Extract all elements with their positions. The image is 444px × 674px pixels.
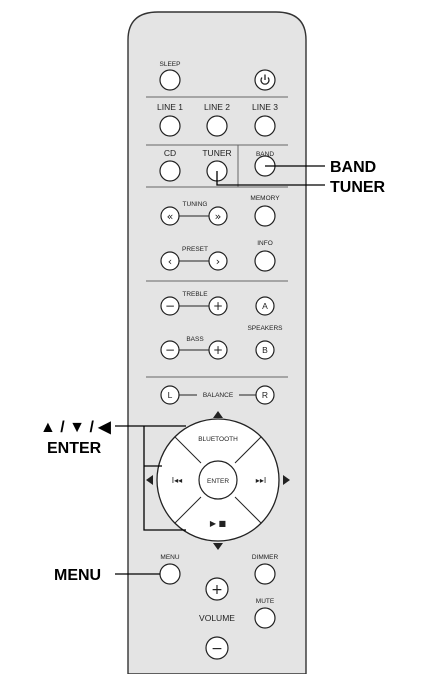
tuner-label: TUNER [202, 148, 231, 158]
preset-up-button[interactable] [208, 251, 228, 271]
minus-icon: − [211, 641, 223, 657]
line1-label: LINE 1 [157, 102, 183, 112]
speaker-b-label: B [262, 345, 268, 355]
volume-up-button[interactable] [205, 577, 229, 601]
tuning-up-button[interactable] [208, 206, 228, 226]
line2-button[interactable] [206, 115, 228, 137]
memory-button[interactable] [254, 205, 276, 227]
balance-r-label: R [262, 390, 268, 400]
fast-forward-icon: » [215, 210, 222, 223]
arrows-callout: ▲ / ▼ / ◀ [40, 419, 111, 436]
menu-callout: MENU [54, 567, 101, 584]
right-arrow-icon [283, 475, 290, 485]
dpad-dividers [174, 436, 262, 524]
volume-label: VOLUME [199, 613, 235, 623]
skip-forward-icon: ▸▸I [256, 476, 266, 485]
down-arrow-icon [213, 543, 223, 550]
line3-button[interactable] [254, 115, 276, 137]
play-pause-icon: ▶ ■ [210, 519, 226, 528]
up-arrow-icon [213, 411, 223, 418]
balance-right-button[interactable] [255, 385, 275, 405]
cd-button[interactable] [159, 160, 181, 182]
rewind-icon: « [167, 210, 174, 223]
enter-button[interactable] [198, 460, 238, 500]
dimmer-button[interactable] [254, 563, 276, 585]
preset-down-button[interactable] [160, 251, 180, 271]
speaker-a-label: A [262, 301, 268, 311]
chevron-right-icon: › [216, 255, 220, 268]
mute-label: MUTE [256, 598, 275, 605]
sleep-button[interactable] [159, 69, 181, 91]
speaker-b-button[interactable] [255, 340, 275, 360]
divider-lines [146, 96, 288, 378]
menu-button[interactable] [159, 563, 181, 585]
info-button[interactable] [254, 250, 276, 272]
band-callout: BAND [330, 159, 376, 176]
bluetooth-label: BLUETOOTH [198, 436, 238, 443]
minus-icon: − [165, 343, 175, 357]
menu-label: MENU [160, 554, 179, 561]
treble-minus-button[interactable] [160, 296, 180, 316]
bass-plus-button[interactable] [208, 340, 228, 360]
speaker-a-button[interactable] [255, 296, 275, 316]
bass-minus-button[interactable] [160, 340, 180, 360]
band-label: BAND [256, 151, 274, 158]
dimmer-label: DIMMER [252, 554, 279, 561]
info-label: INFO [257, 240, 273, 247]
balance-left-button[interactable] [160, 385, 180, 405]
preset-label: PRESET [182, 246, 208, 253]
balance-l-label: L [168, 390, 173, 400]
treble-plus-button[interactable] [208, 296, 228, 316]
left-arrow-icon [146, 475, 153, 485]
line2-label: LINE 2 [204, 102, 230, 112]
power-icon [260, 74, 270, 85]
sleep-label: SLEEP [160, 61, 181, 68]
chevron-left-icon: ‹ [168, 255, 172, 268]
minus-icon: − [165, 299, 175, 313]
treble-label: TREBLE [182, 291, 208, 298]
enter-callout: ENTER [47, 440, 102, 457]
mute-button[interactable] [254, 607, 276, 629]
plus-icon: + [211, 582, 223, 598]
tuning-label: TUNING [183, 201, 208, 208]
plus-icon: + [213, 343, 223, 357]
memory-label: MEMORY [250, 195, 280, 202]
bass-label: BASS [186, 336, 204, 343]
speakers-label: SPEAKERS [247, 325, 283, 332]
plus-icon: + [213, 299, 223, 313]
enter-label: ENTER [207, 478, 229, 485]
balance-label: BALANCE [203, 392, 234, 399]
line3-label: LINE 3 [252, 102, 278, 112]
volume-down-button[interactable] [205, 636, 229, 660]
callout-lines [115, 165, 325, 575]
tuning-down-button[interactable] [160, 206, 180, 226]
skip-back-icon: I◂◂ [172, 476, 182, 485]
tuner-callout: TUNER [330, 179, 386, 196]
cd-label: CD [164, 148, 176, 158]
line1-button[interactable] [159, 115, 181, 137]
